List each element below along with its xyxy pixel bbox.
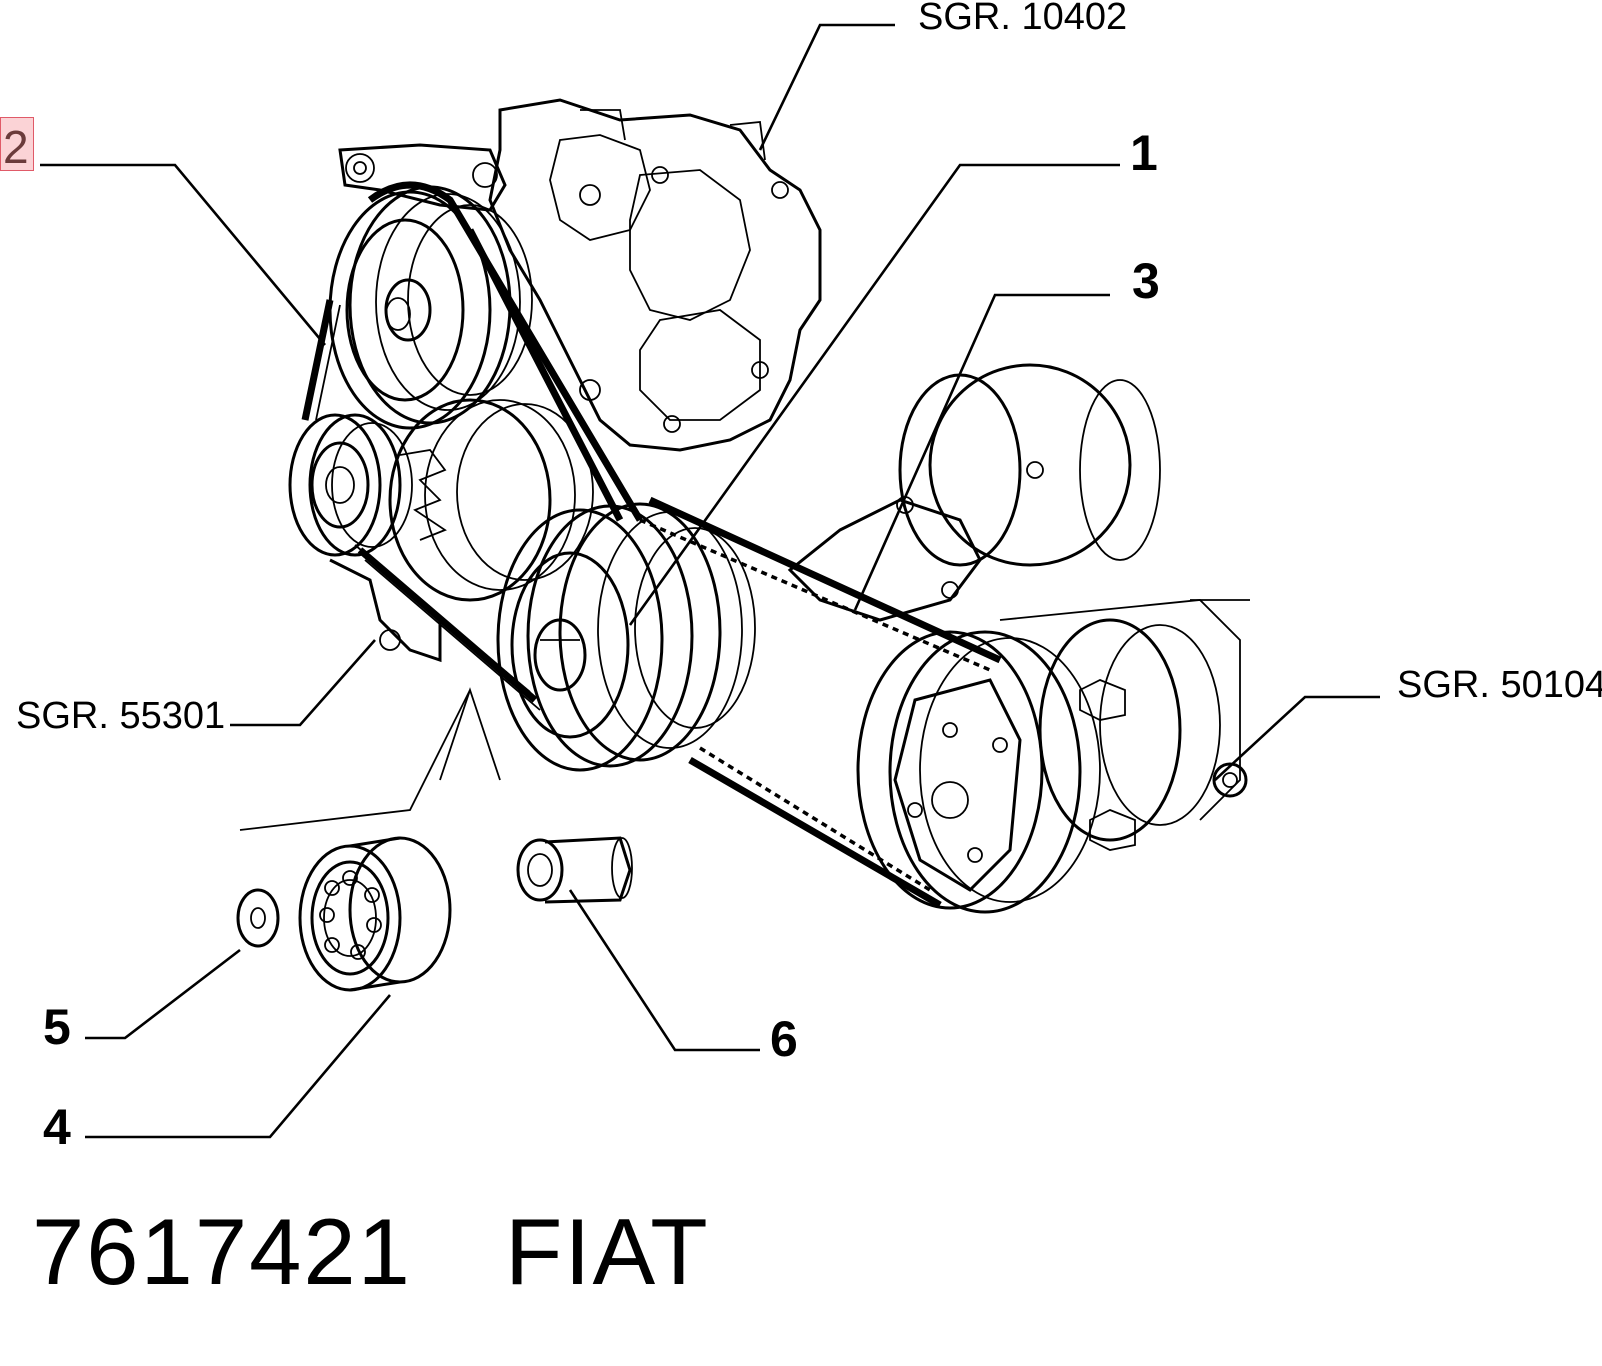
callout-3: 3 [1132,253,1160,309]
crank-pulley [856,630,1101,914]
callout-2: 2 [3,121,29,173]
pump-housing [488,98,822,452]
v-belt-main [367,181,644,522]
callout-4: 4 [43,1099,71,1155]
brand-name: FIAT [505,1199,710,1304]
upper-pulley [328,185,533,430]
base-outline [239,599,1250,831]
sgr-ref-right: SGR. 50104 [1397,664,1602,706]
sgr-ref-top: SGR. 10402 [918,0,1128,38]
v-belt-left [301,299,541,711]
callout-5: 5 [43,999,71,1055]
callout-6: 6 [770,1011,798,1067]
timing-belt [639,496,1002,909]
part-number: 7617421 [32,1199,412,1304]
crankshaft [787,363,1248,851]
alternator-pulley [288,413,413,557]
roller-bearing [298,836,452,992]
tensioner-pulley [496,502,756,772]
washer [236,888,280,948]
leader-lines [40,23,1380,1139]
bolt-pin [516,836,633,904]
sgr-ref-left: SGR. 55301 [16,695,226,737]
callout-1: 1 [1130,125,1158,181]
callout-2-highlight [0,117,34,171]
